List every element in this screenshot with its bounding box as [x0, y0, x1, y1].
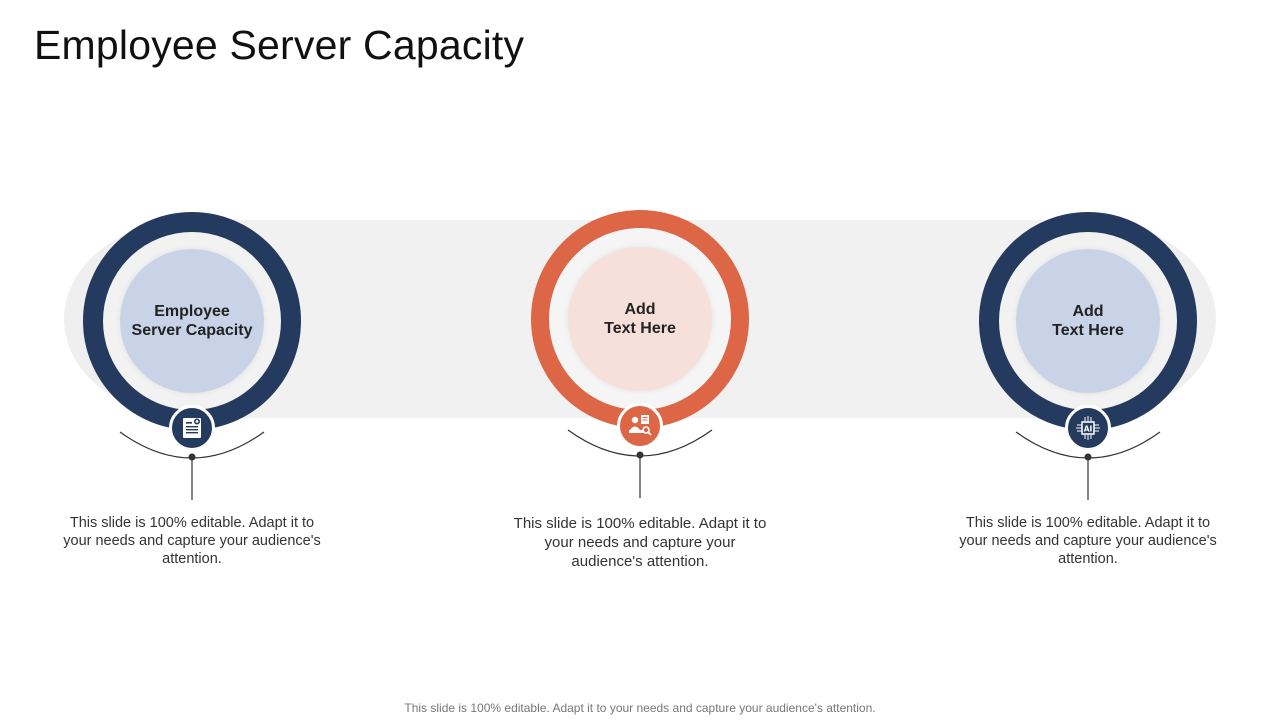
step-description-1: This slide is 100% editable. Adapt it to… [63, 515, 321, 567]
ai-chip-icon: AI [1076, 416, 1100, 440]
step-description-2: This slide is 100% editable. Adapt it to… [513, 515, 767, 570]
badge-2 [617, 403, 663, 449]
connector-arc-2 [567, 429, 713, 498]
document-icon [183, 418, 201, 438]
circle-label-1: Employee Server Capacity [120, 249, 264, 393]
people-meeting-icon [629, 415, 652, 436]
circle-label-2: Add Text Here [568, 247, 712, 391]
badge-1 [169, 405, 215, 451]
svg-text:AI: AI [1084, 425, 1093, 434]
connector-arc-1 [119, 431, 265, 500]
footer-note: This slide is 100% editable. Adapt it to… [404, 701, 876, 715]
page-title: Employee Server Capacity [34, 22, 525, 68]
connector-arc-3 [1015, 431, 1161, 500]
badge-3: AI [1065, 405, 1111, 451]
circle-label-3: Add Text Here [1016, 249, 1160, 393]
step-description-3: This slide is 100% editable. Adapt it to… [959, 515, 1217, 567]
